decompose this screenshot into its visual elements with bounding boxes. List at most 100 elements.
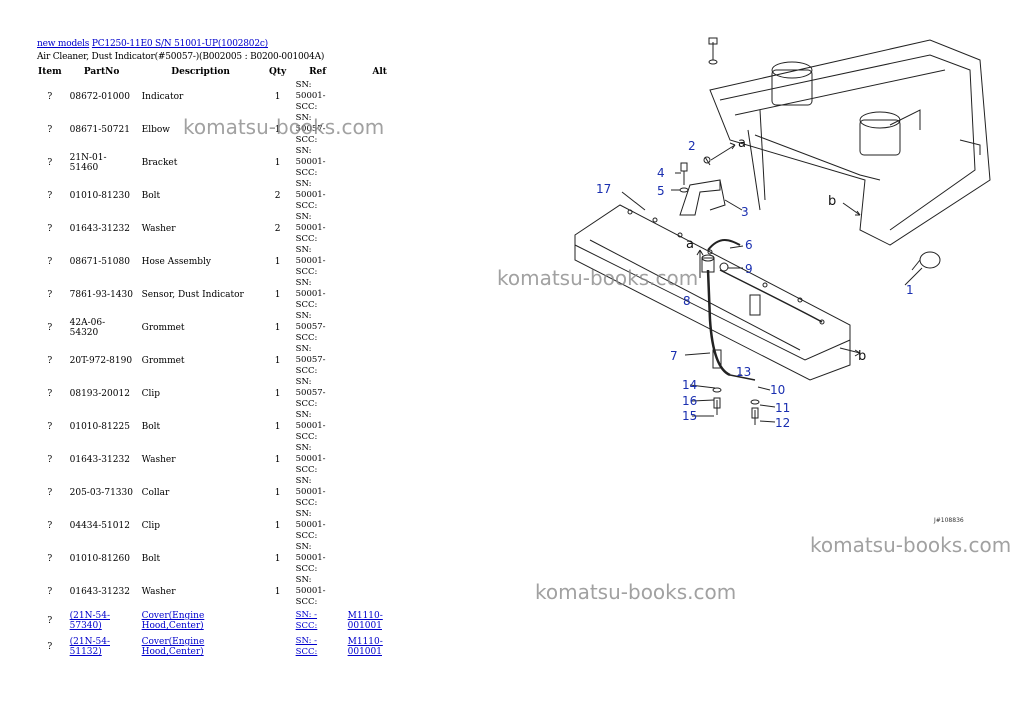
cell-ref: SN: 50001- SCC:: [295, 410, 326, 442]
breadcrumb-link-model[interactable]: PC1250-11E0 S/N 51001-UP(1002802c): [91, 39, 268, 49]
cell-ref-link[interactable]: SN: - SCC:: [295, 610, 318, 631]
cell-item: ?: [47, 124, 53, 135]
cell-ref: SN: 50001- SCC:: [295, 575, 326, 607]
cell-partno-link[interactable]: (21N-54-57340): [69, 611, 110, 631]
callout-14: 14: [682, 378, 697, 392]
header-qty: Qty: [269, 67, 287, 77]
cell-ref: SN: 50001- SCC:: [295, 80, 326, 112]
watermark-2: komatsu-books.com: [497, 266, 699, 290]
cell-item: ?: [47, 454, 53, 465]
cell-qty: 1: [274, 157, 281, 168]
callout-10: 10: [770, 383, 785, 397]
cell-alt: [344, 80, 416, 113]
cell-description: Washer: [141, 223, 176, 234]
cell-ref: SN: 50001- SCC:: [295, 542, 326, 574]
callout-6: 6: [745, 238, 753, 252]
cell-item: ?: [47, 642, 53, 652]
cell-alt: [344, 509, 416, 542]
cell-partno: 08672-01000: [69, 91, 130, 102]
callout-16: 16: [682, 394, 697, 408]
cell-partno: (21N-54-57340): [66, 608, 138, 634]
cell-alt: [344, 344, 416, 377]
cell-partno: 04434-51012: [69, 520, 130, 531]
cell-ref: SN: 50057- SCC:: [295, 311, 326, 343]
cell-item: ?: [47, 586, 53, 597]
cell-ref: SN: - SCC:: [292, 608, 344, 634]
table-row: ? (21N-54-51132) Cover(Engine Hood,Center)…: [34, 634, 416, 660]
cell-description: Collar: [141, 487, 170, 498]
cell-description: Washer: [141, 454, 176, 465]
cell-alt: [344, 575, 416, 608]
callout-12: 12: [775, 416, 790, 430]
cell-alt: [344, 311, 416, 344]
cell-alt: M1110-001001: [344, 608, 416, 634]
cell-description: Elbow: [141, 124, 170, 135]
cell-alt: [344, 212, 416, 245]
cell-qty: [264, 634, 292, 660]
cell-qty: 1: [274, 553, 281, 564]
cell-alt: [344, 443, 416, 476]
cell-qty: 1: [274, 421, 281, 432]
cell-description: Bolt: [141, 190, 161, 201]
diagram-code: J#108836: [934, 517, 964, 524]
watermark-4: komatsu-books.com: [535, 580, 737, 604]
cell-item: ?: [47, 223, 53, 234]
cell-partno: 42A-06-54320: [69, 317, 106, 338]
callout-17: 17: [596, 182, 611, 196]
cell-ref: SN: 50057- SCC:: [295, 344, 326, 376]
cell-qty: 1: [274, 454, 281, 465]
cell-ref: SN: 50001- SCC:: [295, 476, 326, 508]
cell-item: ?: [47, 157, 53, 168]
callout-9: 9: [745, 262, 753, 276]
cell-description-link[interactable]: Cover(Engine Hood,Center): [141, 611, 205, 631]
cell-ref: SN: 50001- SCC:: [295, 509, 326, 541]
cell-alt: [344, 476, 416, 509]
parts-table: Item PartNo Description Qty Ref Alt ?086…: [34, 64, 416, 660]
cell-qty: 2: [274, 223, 281, 234]
cell-alt: [344, 278, 416, 311]
cell-partno: 08671-51080: [69, 256, 130, 267]
cell-ref-link[interactable]: SN: - SCC:: [295, 636, 318, 657]
arrow-label-b-upper: b: [828, 194, 836, 209]
cell-ref: SN: 50001- SCC:: [295, 146, 326, 178]
callout-labels: 1 2 3 4 5 6 7 8 9 10 11 12 13 14 15 16 1…: [596, 136, 914, 430]
callout-13: 13: [736, 365, 751, 379]
cell-alt: [344, 179, 416, 212]
cell-alt-link[interactable]: M1110-001001: [347, 637, 383, 657]
cell-alt: [344, 146, 416, 179]
table-header-row: Item PartNo Description Qty Ref Alt: [34, 64, 416, 80]
cell-item: ?: [47, 289, 53, 300]
header-item: Item: [38, 67, 62, 77]
cell-item: ?: [47, 520, 53, 531]
cell-description: Bracket: [141, 157, 178, 168]
cell-alt-link[interactable]: M1110-001001: [347, 611, 383, 631]
cell-partno: 7861-93-1430: [69, 289, 133, 300]
cell-ref: SN: - SCC:: [292, 634, 344, 660]
watermark-1: komatsu-books.com: [183, 115, 385, 139]
cell-description-link[interactable]: Cover(Engine Hood,Center): [141, 637, 205, 657]
cell-qty: 1: [274, 322, 281, 333]
page-subtitle: Air Cleaner, Dust Indicator(#50057-)(B00…: [37, 52, 325, 62]
cell-partno-link[interactable]: (21N-54-51132): [69, 637, 110, 657]
table-row: ?(21N-54-57340)Cover(Engine Hood,Center)…: [34, 608, 416, 634]
callout-15: 15: [682, 409, 697, 423]
cell-alt: [344, 377, 416, 410]
cell-description: Clip: [141, 388, 161, 399]
cell-partno: 21N-01-51460: [69, 152, 107, 173]
cell-item: ?: [47, 487, 53, 498]
table-row: ? 21N-01-51460 Bracket 1 SN: 50001- SCC:: [34, 146, 416, 179]
header-partno: PartNo: [83, 67, 120, 77]
cell-partno: 01010-81225: [69, 421, 130, 432]
breadcrumb: new models PC1250-11E0 S/N 51001-UP(1002…: [37, 39, 268, 49]
breadcrumb-link-new-models[interactable]: new models: [37, 39, 90, 49]
cell-description: Clip: [141, 520, 161, 531]
